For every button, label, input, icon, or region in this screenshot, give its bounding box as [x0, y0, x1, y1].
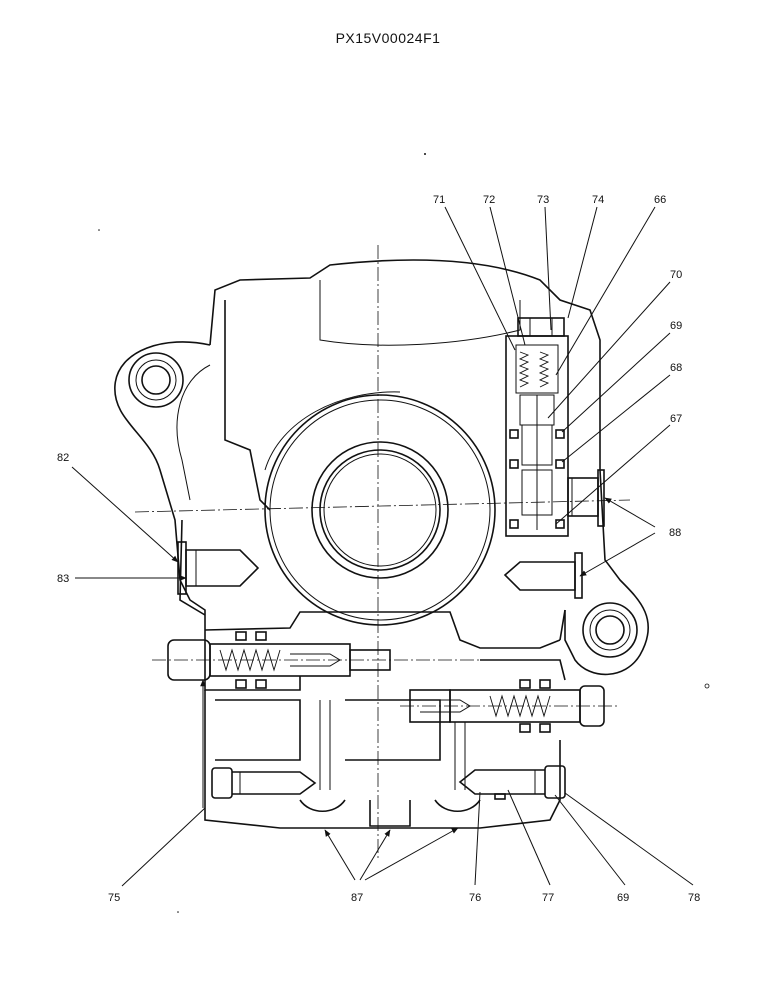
vertical-valve-assembly	[505, 317, 569, 537]
scan-specks	[98, 153, 710, 913]
leader-lines	[71, 206, 694, 887]
callout-78: 78	[688, 892, 700, 904]
lower-block	[204, 690, 561, 829]
left-spool-valve	[167, 630, 391, 691]
center-lines	[134, 245, 631, 860]
callout-75: 75	[108, 892, 120, 904]
callout-73: 73	[537, 194, 549, 206]
right-plug-lower	[503, 552, 583, 599]
callout-67: 67	[670, 413, 682, 425]
callout-77: 77	[542, 892, 554, 904]
drawing-title: PX15V00024F1	[335, 30, 441, 46]
callout-70: 70	[670, 269, 682, 281]
housing-outline	[114, 259, 650, 676]
callout-69-lower: 69	[617, 892, 629, 904]
lower-plug-right	[458, 765, 566, 800]
callout-83: 83	[57, 573, 69, 585]
callout-69-upper: 69	[670, 320, 682, 332]
callout-74: 74	[592, 194, 604, 206]
central-bore	[264, 391, 496, 626]
callout-72: 72	[483, 194, 495, 206]
callout-71: 71	[433, 194, 445, 206]
right-spool-valve	[409, 659, 605, 733]
callout-88: 88	[669, 527, 681, 539]
callout-87: 87	[351, 892, 363, 904]
callout-68: 68	[670, 362, 682, 374]
callout-82: 82	[57, 452, 69, 464]
callout-66: 66	[654, 194, 666, 206]
left-plug	[177, 541, 260, 595]
lower-plug-left	[211, 767, 317, 799]
callout-76: 76	[469, 892, 481, 904]
callout-labels: 71 72 73 74 66 70 69 68 67 88 82 83 75 8…	[57, 194, 700, 904]
